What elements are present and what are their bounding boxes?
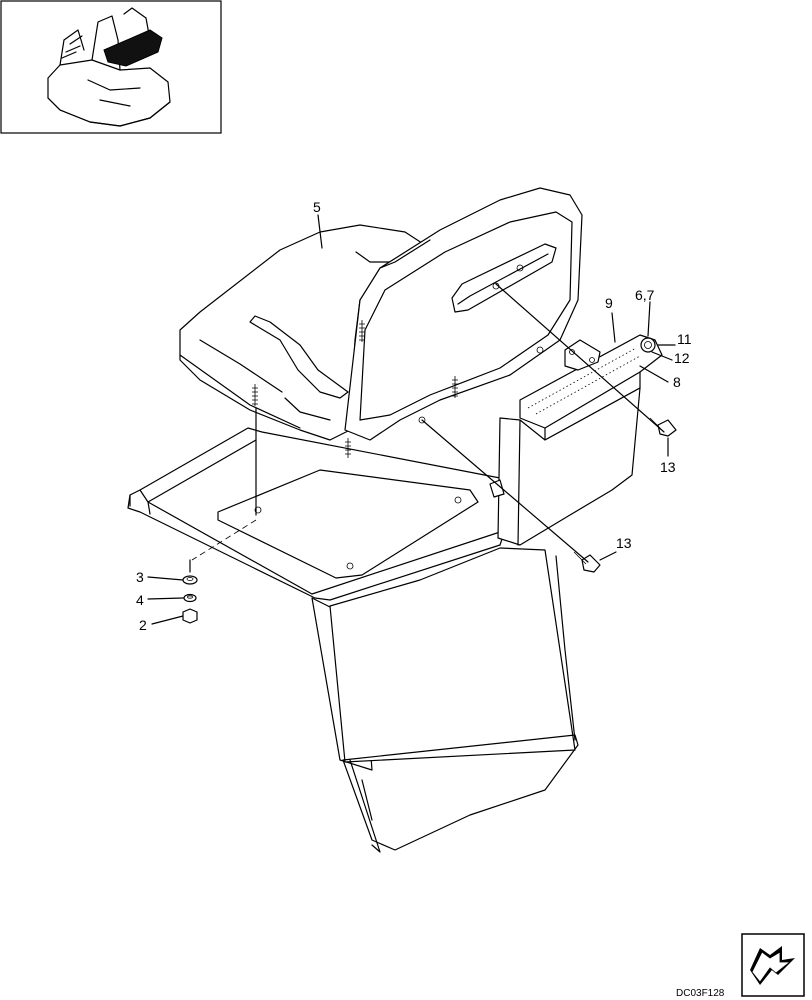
callout-9: 9	[605, 295, 613, 311]
seat-pedestal-cover	[311, 547, 579, 853]
seat-mounting-platform	[127, 427, 506, 601]
callout-11: 11	[677, 331, 692, 347]
callout-13-upper: 13	[660, 459, 676, 475]
next-page-arrow-icon[interactable]	[741, 933, 805, 997]
drawing-code: DC03F128	[676, 988, 725, 999]
callout-5: 5	[313, 199, 321, 215]
callout-6-7: 6,7	[635, 287, 655, 303]
hardware-fasteners	[182, 417, 677, 624]
operator-seat	[179, 187, 583, 458]
callout-8: 8	[673, 374, 681, 390]
callout-4: 4	[136, 592, 144, 608]
callout-12: 12	[674, 350, 690, 366]
callout-3: 3	[136, 569, 144, 585]
callout-13-lower: 13	[616, 535, 632, 551]
locator-thumbnail-icon	[0, 0, 222, 134]
callout-labels: 5 9 6,7 11 12 8 13 13 3 4 2 DC03F128	[136, 199, 725, 999]
armrest-assembly	[489, 334, 663, 546]
callout-2: 2	[139, 617, 147, 633]
leader-lines	[147, 214, 676, 625]
